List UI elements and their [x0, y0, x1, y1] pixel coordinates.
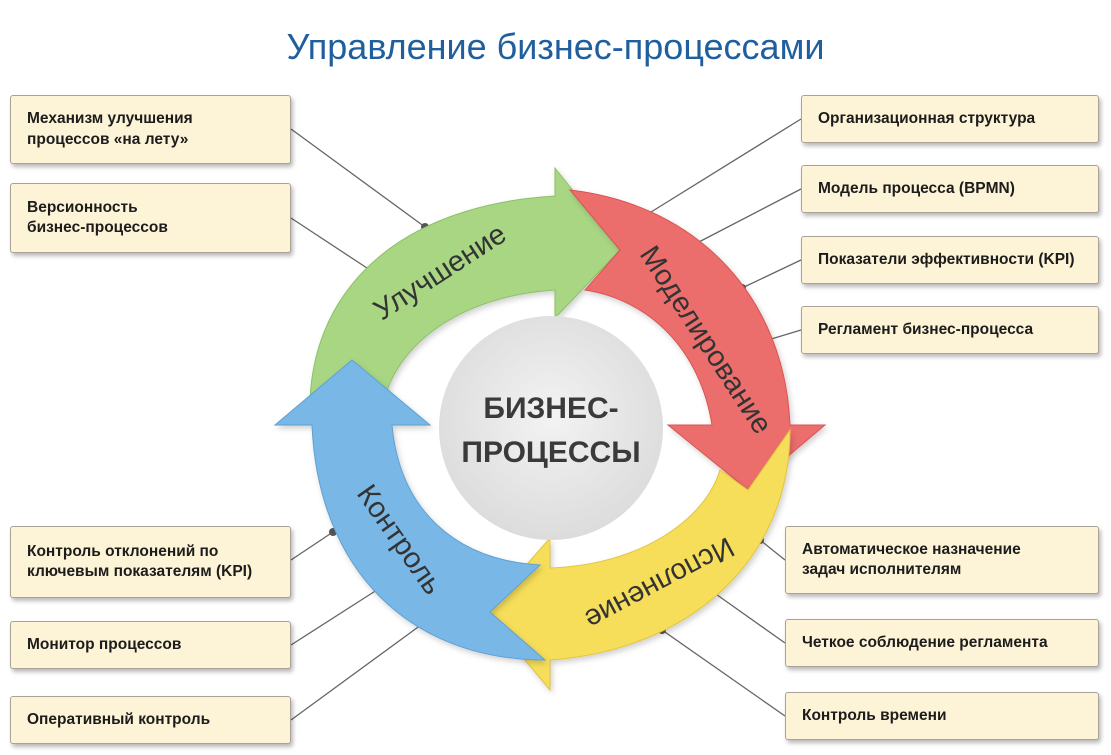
center-label-line2: ПРОЦЕССЫ: [461, 436, 640, 469]
info-box-time-control: Контроль времени: [785, 692, 1099, 740]
info-box-process-model: Модель процесса (BPMN): [801, 165, 1099, 213]
connector-line: [741, 259, 802, 289]
connector-line: [759, 539, 786, 561]
connector-line: [694, 188, 802, 245]
connector-line: [642, 118, 802, 218]
connector-line: [290, 587, 381, 646]
connector-line: [712, 591, 786, 644]
connector-line: [290, 531, 334, 561]
center-label-line1: БИЗНЕС-: [483, 392, 618, 425]
stage-arrow-execution: [484, 428, 791, 692]
diagram-title: Управление бизнес-процессами: [286, 26, 825, 67]
info-box-kpi: Показатели эффективности (KPI): [801, 236, 1099, 284]
connector-line: [290, 128, 426, 228]
info-box-operational: Оперативный контроль: [10, 696, 291, 744]
connector-line: [767, 329, 802, 341]
connector-line: [661, 629, 786, 717]
stage-arrow-modeling: [568, 189, 827, 491]
info-box-monitor: Монитор процессов: [10, 621, 291, 669]
stage-arrow-control: [273, 359, 547, 661]
info-box-regulation: Регламент бизнес-процесса: [801, 306, 1099, 354]
center-circle: [439, 316, 663, 540]
stage-arrow-improvement: [309, 166, 621, 421]
connector-line: [290, 217, 371, 271]
info-box-org-structure: Организационная структура: [801, 95, 1099, 143]
connector-line: [290, 621, 426, 721]
info-box-compliance: Четкое соблюдение регламента: [785, 619, 1099, 667]
